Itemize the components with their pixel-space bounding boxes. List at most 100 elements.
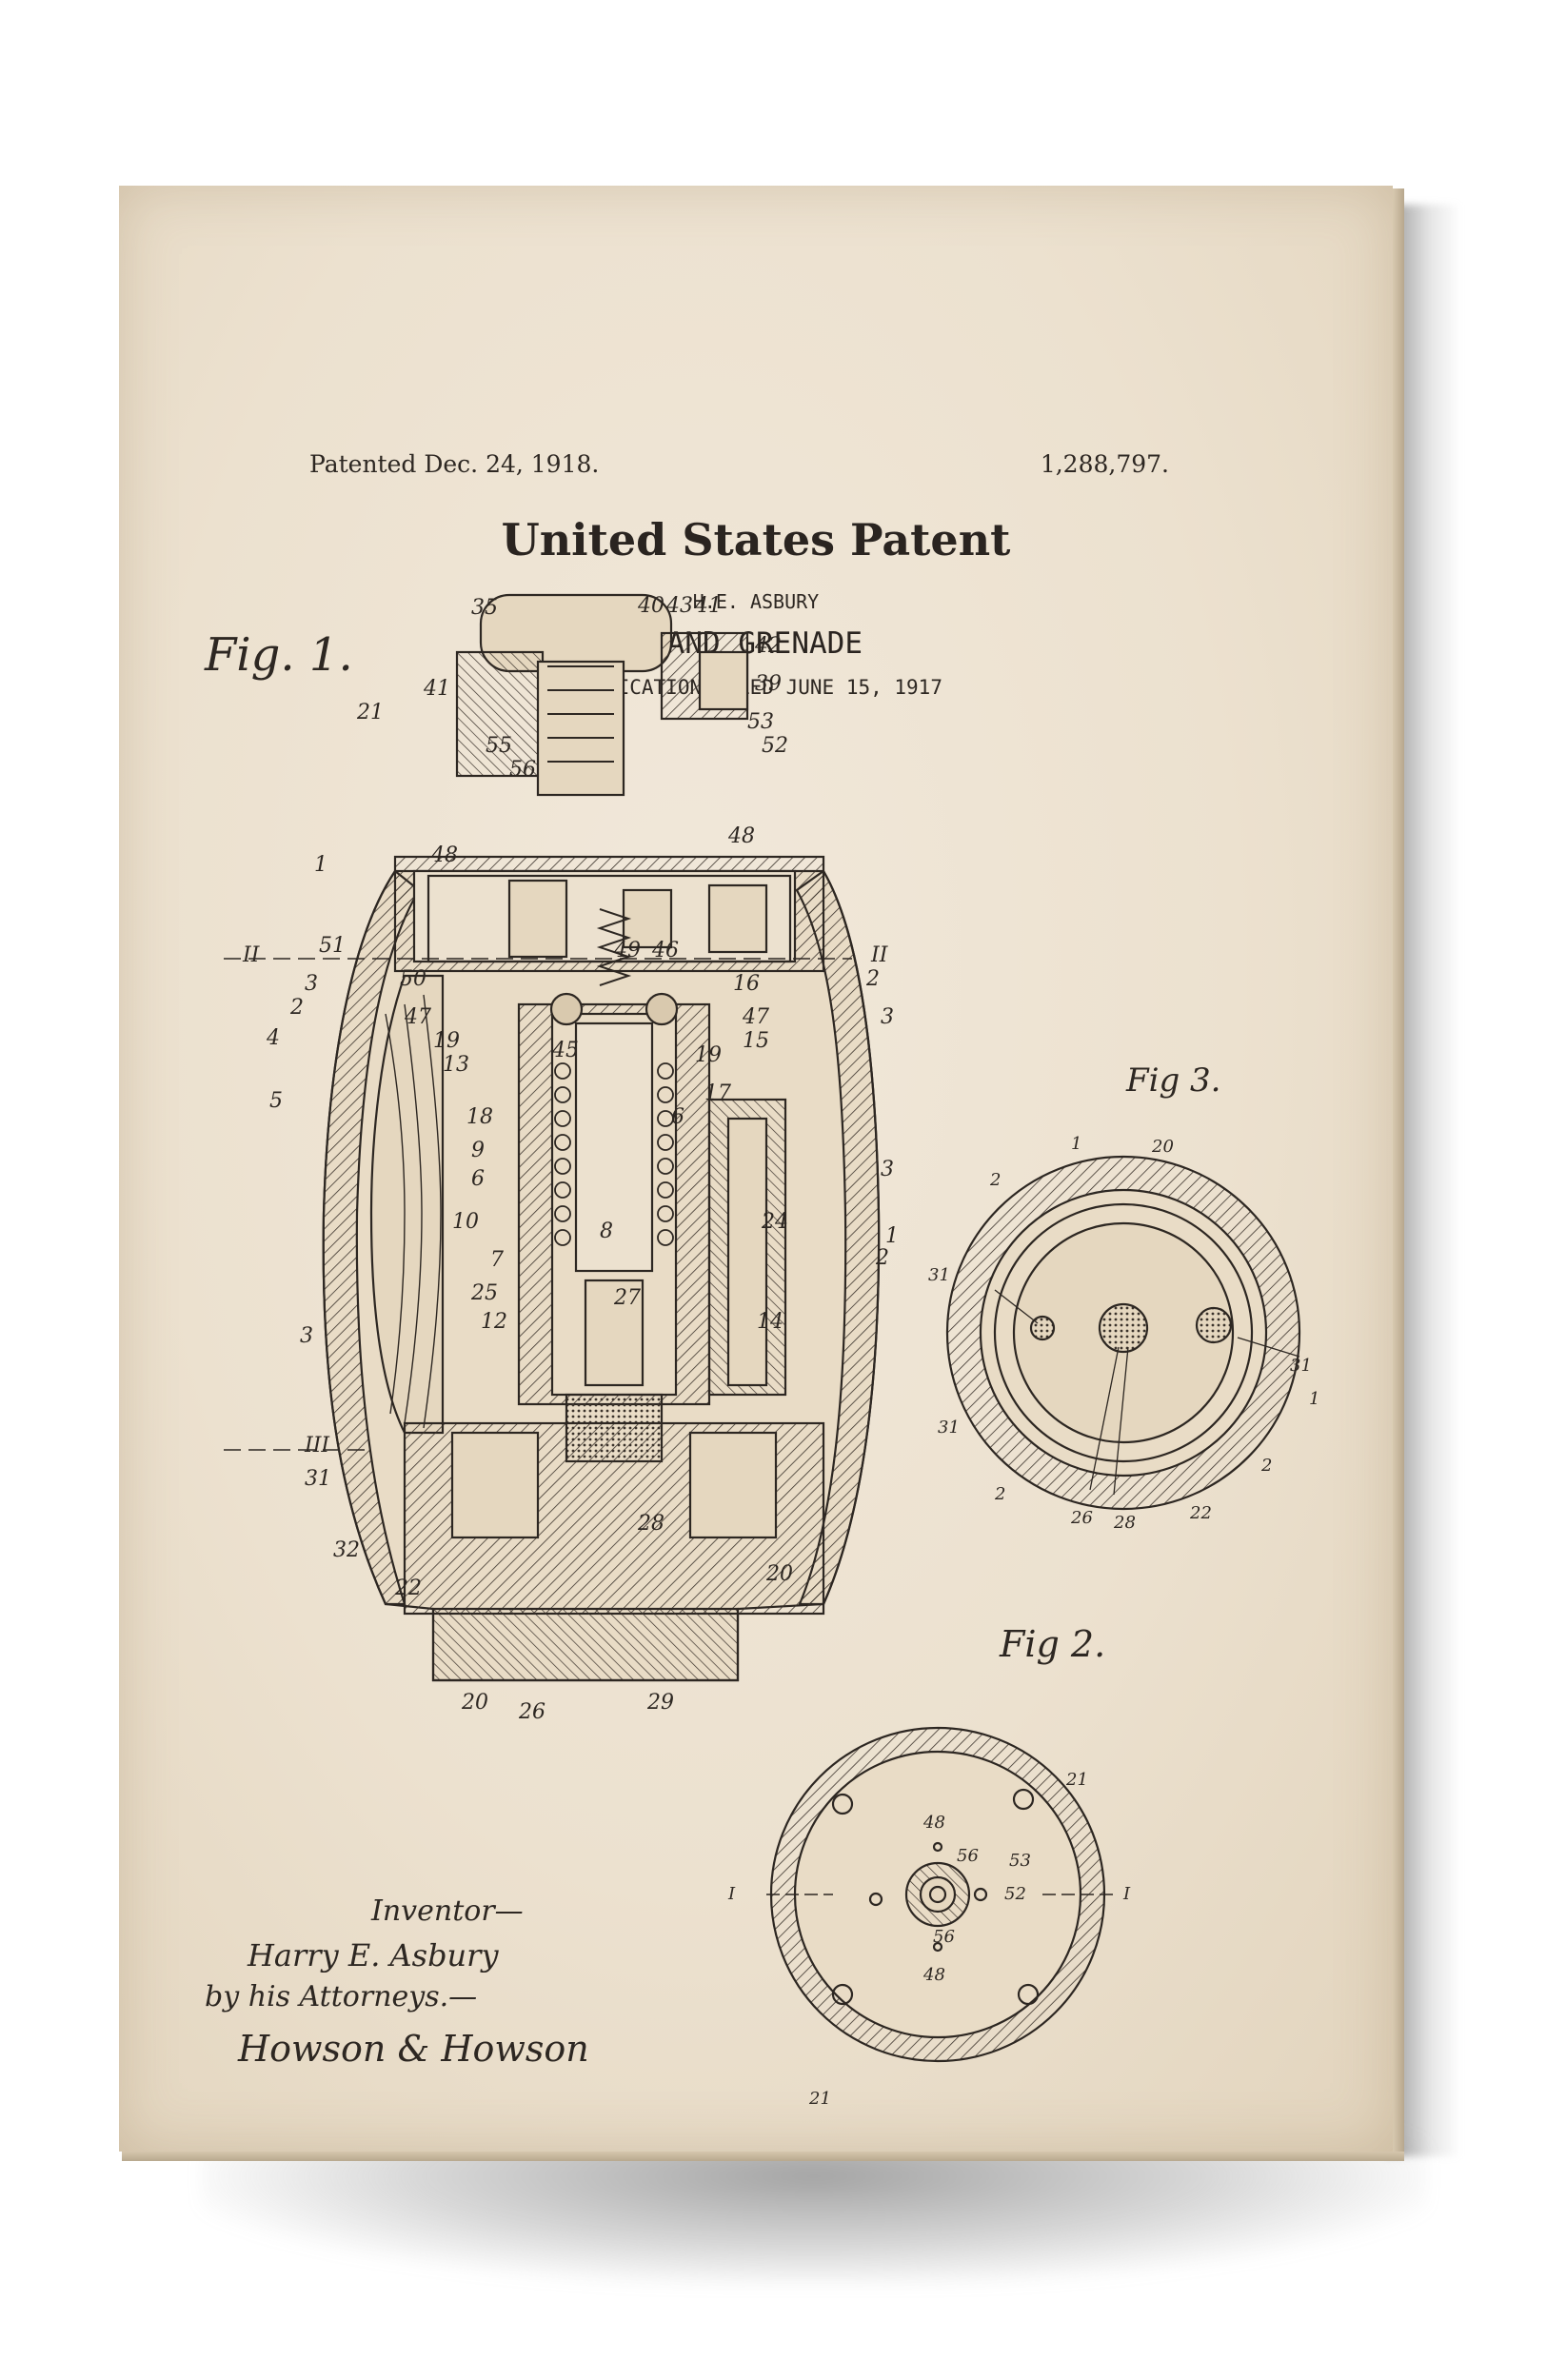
svg-text:45: 45 [551, 1039, 579, 1062]
svg-text:1: 1 [1309, 1389, 1319, 1409]
svg-text:27: 27 [613, 1286, 641, 1310]
svg-text:31: 31 [1290, 1356, 1312, 1376]
svg-text:48: 48 [430, 843, 458, 867]
svg-text:47: 47 [742, 1005, 769, 1029]
canvas-right-edge [1393, 188, 1404, 2152]
svg-text:2: 2 [865, 967, 880, 991]
svg-text:39: 39 [755, 672, 782, 696]
svg-text:53: 53 [1009, 1851, 1031, 1871]
svg-text:56: 56 [957, 1846, 979, 1866]
svg-text:I: I [1122, 1884, 1131, 1904]
svg-text:50: 50 [400, 967, 426, 991]
svg-text:16: 16 [733, 972, 760, 996]
svg-text:1: 1 [314, 853, 327, 877]
svg-text:2: 2 [1260, 1456, 1272, 1476]
fig2-caption: Fig 2. [1000, 1623, 1106, 1665]
svg-text:56: 56 [509, 758, 536, 782]
svg-text:31: 31 [928, 1265, 950, 1285]
svg-text:21: 21 [356, 701, 384, 724]
svg-text:2: 2 [994, 1484, 1005, 1504]
svg-text:10: 10 [452, 1210, 479, 1234]
patented-date: Patented Dec. 24, 1918. [309, 450, 600, 478]
svg-text:13: 13 [443, 1053, 469, 1077]
svg-text:III: III [304, 1434, 330, 1458]
svg-text:51: 51 [319, 934, 346, 958]
svg-text:12: 12 [481, 1310, 507, 1334]
svg-text:47: 47 [404, 1005, 431, 1029]
inventor-name-header: H.E. ASBURY [692, 590, 820, 613]
svg-text:19: 19 [695, 1043, 722, 1067]
svg-text:48: 48 [922, 1965, 945, 1985]
svg-text:52: 52 [1004, 1884, 1026, 1904]
fig3-caption: Fig 3. [1126, 1061, 1221, 1100]
svg-text:II: II [242, 943, 261, 967]
svg-text:29: 29 [646, 1691, 674, 1715]
svg-text:48: 48 [727, 824, 755, 848]
fig3-reference-numbers: 1 20 2 31 31 2 31 26 28 22 2 1 [928, 1134, 1319, 1533]
svg-text:26: 26 [1070, 1508, 1093, 1528]
svg-text:56: 56 [933, 1927, 955, 1947]
svg-text:46: 46 [651, 939, 679, 962]
svg-text:41: 41 [694, 594, 722, 618]
svg-text:2: 2 [875, 1246, 889, 1270]
fig3-end-view [945, 1155, 1301, 1511]
svg-text:1: 1 [1071, 1134, 1081, 1154]
svg-text:19: 19 [433, 1029, 460, 1053]
attorneys-signature: Howson & Howson [238, 2028, 589, 2070]
svg-text:17: 17 [704, 1081, 731, 1105]
svg-text:25: 25 [470, 1281, 498, 1305]
svg-text:28: 28 [1113, 1513, 1136, 1533]
svg-text:32: 32 [333, 1538, 360, 1562]
svg-text:2: 2 [989, 1170, 1001, 1190]
svg-text:26: 26 [518, 1700, 545, 1724]
svg-text:20: 20 [765, 1562, 793, 1586]
inventor-label: Inventor— [371, 1894, 524, 1928]
svg-text:8: 8 [600, 1220, 613, 1243]
svg-text:40: 40 [637, 594, 664, 618]
svg-text:6: 6 [671, 1105, 684, 1129]
svg-text:9: 9 [471, 1139, 485, 1162]
svg-text:II: II [870, 943, 889, 967]
svg-text:2: 2 [289, 996, 304, 1020]
patent-title: United States Patent [501, 514, 1011, 565]
svg-text:21: 21 [1065, 1770, 1088, 1790]
svg-text:1: 1 [885, 1224, 899, 1248]
svg-text:55: 55 [486, 734, 512, 758]
fig1-caption: Fig. 1. [205, 628, 353, 682]
svg-text:3: 3 [881, 1005, 894, 1029]
svg-text:42: 42 [754, 634, 782, 658]
svg-text:49: 49 [613, 939, 641, 962]
svg-text:I: I [727, 1884, 736, 1904]
attorneys-line: by his Attorneys.— [205, 1980, 478, 2013]
fig2-reference-numbers: 21 48 56 53 52 56 48 21 I I [727, 1770, 1131, 2109]
svg-text:3: 3 [300, 1324, 313, 1348]
svg-text:31: 31 [938, 1418, 960, 1438]
svg-text:4: 4 [266, 1026, 280, 1050]
canvas-bottom-edge [122, 2152, 1404, 2161]
fig1-cross-section [224, 593, 881, 1682]
svg-text:18: 18 [466, 1105, 493, 1129]
svg-text:48: 48 [922, 1813, 945, 1833]
svg-text:41: 41 [423, 677, 450, 701]
svg-text:21: 21 [808, 2089, 831, 2109]
svg-text:20: 20 [1151, 1137, 1174, 1157]
application-filed-date: APPLICATION FILED JUNE 15, 1917 [569, 676, 942, 699]
svg-text:53: 53 [747, 710, 774, 734]
svg-text:15: 15 [743, 1029, 769, 1053]
svg-text:31: 31 [305, 1467, 331, 1491]
svg-text:3: 3 [305, 972, 318, 996]
svg-text:22: 22 [394, 1577, 422, 1600]
svg-text:52: 52 [762, 734, 788, 758]
svg-text:28: 28 [637, 1512, 664, 1536]
svg-text:7: 7 [490, 1248, 504, 1272]
inventor-signature: Harry E. Asbury [248, 1937, 499, 1973]
svg-text:35: 35 [471, 596, 498, 620]
svg-text:3: 3 [881, 1158, 894, 1181]
svg-text:6: 6 [471, 1167, 485, 1191]
svg-text:22: 22 [1189, 1503, 1212, 1523]
svg-text:20: 20 [461, 1691, 488, 1715]
fig2-top-view [766, 1726, 1114, 2063]
svg-text:5: 5 [269, 1089, 283, 1113]
